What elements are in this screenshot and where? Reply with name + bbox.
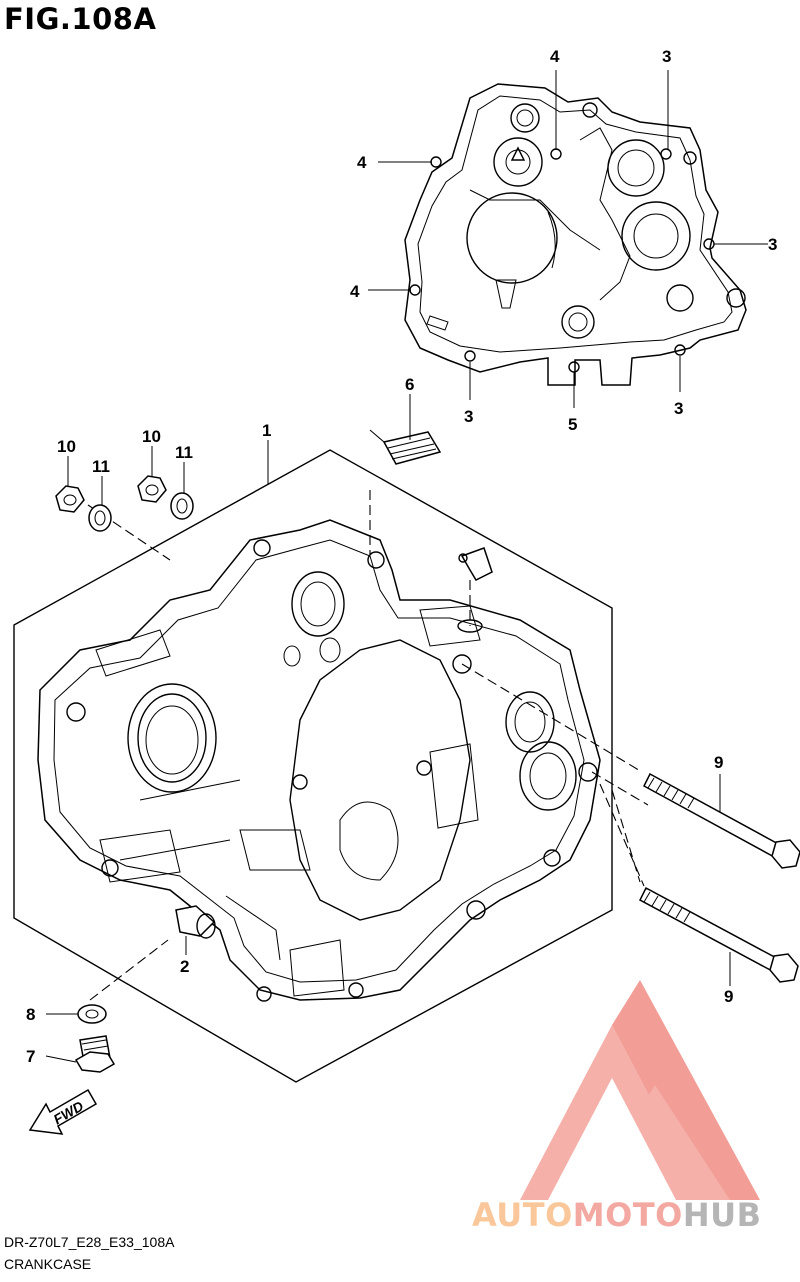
breather-fitting <box>457 547 493 633</box>
part10-nut-left <box>55 485 85 513</box>
part10-nut-right <box>137 475 167 503</box>
callout-11: 11 <box>92 457 110 476</box>
callout-10: 10 <box>57 437 76 456</box>
diagram-code: DR-Z70L7_E28_E33_108A <box>4 1234 175 1250</box>
part8-gasket <box>77 1004 107 1024</box>
part11-washer-left <box>88 504 112 532</box>
watermark-brand: AUTOMOTOHUB <box>472 1196 762 1234</box>
watermark-auto: AUTO <box>472 1196 573 1234</box>
callout-6: 6 <box>405 375 414 394</box>
left-crankcase-half <box>37 519 601 1002</box>
part9-bolt-lower <box>639 886 799 983</box>
forward-direction-arrow: FWD <box>28 1088 98 1135</box>
callout-3: 3 <box>662 47 671 66</box>
part1-frame <box>13 449 613 1083</box>
watermark-logo <box>520 980 760 1200</box>
callout-labels: 4 3 4 3 4 3 5 3 6 1 10 11 10 11 9 9 2 8 … <box>26 47 777 1066</box>
callout-3: 3 <box>674 399 683 418</box>
callout-3: 3 <box>768 235 777 254</box>
callout-2: 2 <box>180 957 189 976</box>
watermark-moto: MOTO <box>572 1196 683 1234</box>
watermark-hub: HUB <box>682 1196 762 1234</box>
upper-leader-lines <box>368 70 768 408</box>
part2-dowel-pin <box>175 905 216 939</box>
callout-11: 11 <box>175 443 193 462</box>
callout-10: 10 <box>142 427 161 446</box>
part11-washer-right <box>170 492 194 520</box>
part6-rubber-pad <box>382 431 442 465</box>
callout-4: 4 <box>350 282 360 301</box>
callout-4: 4 <box>357 153 367 172</box>
part9-bolt-upper <box>643 772 800 869</box>
callout-7: 7 <box>26 1047 35 1066</box>
part7-drain-plug <box>74 1035 116 1073</box>
callout-9: 9 <box>714 753 723 772</box>
callout-5: 5 <box>568 415 577 434</box>
callout-3: 3 <box>464 407 473 426</box>
callout-9: 9 <box>724 987 733 1006</box>
right-crankcase-half <box>404 83 747 386</box>
callout-8: 8 <box>26 1005 35 1024</box>
callout-4: 4 <box>550 47 560 66</box>
callout-1: 1 <box>262 421 271 440</box>
figure-title: FIG.108A <box>4 2 157 36</box>
diagram-caption: CRANKCASE <box>4 1256 92 1272</box>
